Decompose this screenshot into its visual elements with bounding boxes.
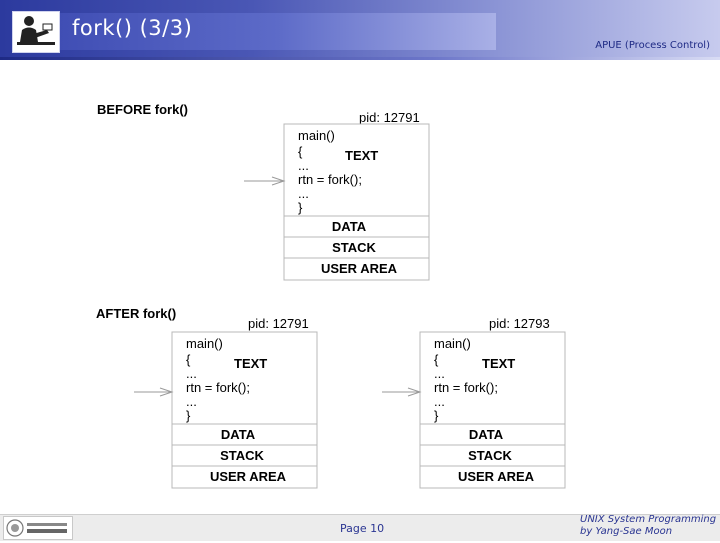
before-code-line: ... <box>298 186 309 201</box>
parent-data-segment-label: DATA <box>221 427 256 442</box>
course-name: UNIX System Programming <box>580 514 717 525</box>
child-code-line: { <box>434 352 439 367</box>
before-fork-label: BEFORE fork() <box>97 102 188 117</box>
before-data-segment-label: DATA <box>332 219 367 234</box>
before-text-segment-label: TEXT <box>345 148 378 163</box>
child-process-box <box>419 331 566 489</box>
presenter-logo <box>12 11 60 53</box>
parent-code-line: rtn = fork(); <box>186 380 250 395</box>
university-seal-icon <box>6 519 67 537</box>
parent-process-box <box>171 331 318 489</box>
course-tag: APUE (Process Control) <box>595 40 710 51</box>
parent-code-line: ... <box>186 394 197 409</box>
parent-user-area-segment-label: USER AREA <box>210 469 287 484</box>
parent-code-line: ... <box>186 366 197 381</box>
person-at-desk-icon <box>17 16 55 45</box>
before-stack-segment-label: STACK <box>332 240 376 255</box>
title-strip <box>12 13 496 50</box>
before-pid-label: pid: 12791 <box>359 110 420 125</box>
before-code-line: rtn = fork(); <box>298 172 362 187</box>
child-code-line: } <box>434 408 439 423</box>
after-fork-label: AFTER fork() <box>96 306 176 321</box>
child-pc-arrowhead <box>407 387 422 397</box>
before-code-line: ... <box>298 158 309 173</box>
footer-bar <box>0 514 720 541</box>
parent-code-line: } <box>186 408 191 423</box>
before-user-area-segment-label: USER AREA <box>321 261 398 276</box>
before-code-line: { <box>298 144 303 159</box>
child-data-segment-label: DATA <box>469 427 504 442</box>
child-user-area-segment-label: USER AREA <box>458 469 535 484</box>
parent-code-line: { <box>186 352 191 367</box>
parent-pc-arrowhead <box>159 387 174 397</box>
page-title: fork() (3/3) <box>72 16 193 40</box>
author-name: by Yang-Sae Moon <box>580 526 673 537</box>
child-pid-label: pid: 12793 <box>489 316 550 331</box>
before-pc-arrowhead <box>271 176 286 186</box>
child-text-segment-label: TEXT <box>482 356 515 371</box>
child-stack-segment-label: STACK <box>468 448 512 463</box>
parent-stack-segment-label: STACK <box>220 448 264 463</box>
child-code-line: ... <box>434 366 445 381</box>
before-process-box <box>283 123 430 281</box>
child-code-line: rtn = fork(); <box>434 380 498 395</box>
university-logo <box>3 516 73 540</box>
parent-text-segment-label: TEXT <box>234 356 267 371</box>
before-code-line: } <box>298 200 303 215</box>
parent-pid-label: pid: 12791 <box>248 316 309 331</box>
parent-code-line: main() <box>186 336 223 351</box>
before-code-line: main() <box>298 128 335 143</box>
footer-credit: UNIX System Programming by Yang-Sae Moon <box>580 514 716 538</box>
child-code-line: ... <box>434 394 445 409</box>
page-number: Page 10 <box>340 522 385 535</box>
fork-diagram: BEFORE fork() pid: 12791 main() { TEXT .… <box>96 102 566 489</box>
child-code-line: main() <box>434 336 471 351</box>
